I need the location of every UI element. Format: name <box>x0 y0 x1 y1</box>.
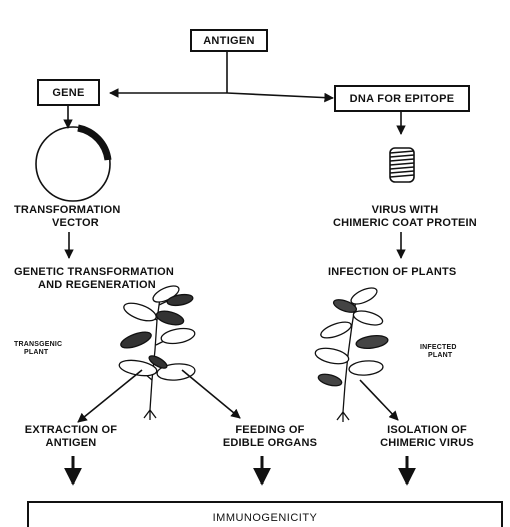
infected-plant-label: INFECTED PLANT <box>420 344 457 360</box>
antigen-box: ANTIGEN <box>190 29 268 52</box>
feeding-label: FEEDING OF EDIBLE ORGANS <box>205 424 335 450</box>
antigen-label: ANTIGEN <box>203 35 255 47</box>
gene-box: GENE <box>37 79 100 106</box>
immunogenicity-label: IMMUNOGENICITY <box>28 512 502 525</box>
dna-for-epitope-label: DNA FOR EPITOPE <box>350 93 455 105</box>
genetic-transformation-label: GENETIC TRANSFORMATION AND REGENERATION <box>14 266 254 292</box>
isolation-label: ISOLATION OF CHIMERIC VIRUS <box>362 424 492 450</box>
plasmid-icon <box>36 127 110 201</box>
infection-of-plants-label: INFECTION OF PLANTS <box>328 266 508 279</box>
extraction-label: EXTRACTION OF ANTIGEN <box>6 424 136 450</box>
infected-plant-icon <box>314 285 389 422</box>
gene-label: GENE <box>52 87 84 99</box>
virus-chimeric-label: VIRUS WITH CHIMERIC COAT PROTEIN <box>305 204 505 230</box>
bottom-arrows <box>73 456 407 484</box>
plant-output-arrows <box>78 370 398 422</box>
antigen-connectors <box>110 52 333 98</box>
virus-coil-icon <box>390 148 414 182</box>
transformation-vector-label: TRANSFORMATION VECTOR <box>14 204 134 230</box>
transgenic-plant-label: TRANSGENIC PLANT <box>14 341 62 357</box>
transgenic-plant-icon <box>118 283 196 420</box>
dna-for-epitope-box: DNA FOR EPITOPE <box>334 85 470 112</box>
